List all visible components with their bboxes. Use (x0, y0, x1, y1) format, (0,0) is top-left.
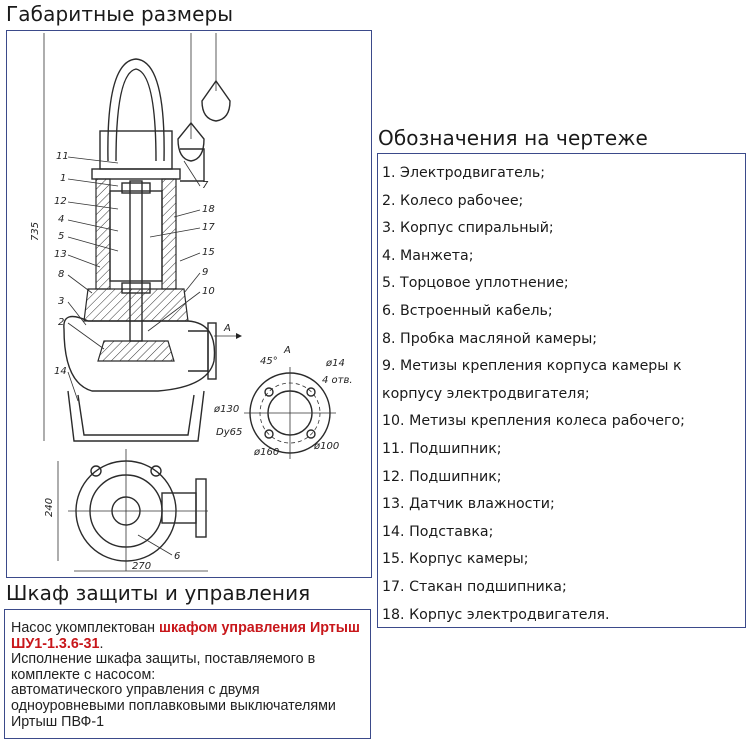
part-label-12: 12 (54, 196, 67, 207)
motor-stator (109, 190, 163, 282)
legend-item: 2. Колесо рабочее; (382, 192, 524, 209)
stand (67, 390, 205, 442)
part-label-9: 9 (202, 267, 208, 278)
flange-d160: ø160 (253, 447, 279, 458)
flange-view: A 45° ø14 4 отв. ø130 Dy65 ø160 ø100 (213, 345, 353, 459)
part-label-11: 11 (56, 151, 69, 162)
legend-item: 12. Подшипник; (382, 468, 502, 485)
flange-dy65: Dy65 (216, 427, 242, 438)
cabinet-model-highlight: шкафом управления Иртыш ШУ1-1.3.6-31 (11, 620, 360, 652)
width-dim: 270 (132, 561, 151, 572)
stand-inner (77, 394, 195, 436)
legend-item: 4. Манжета; (382, 247, 474, 264)
part-label-1: 1 (60, 173, 66, 184)
drawing-frame (6, 30, 372, 578)
angle-dim: 45° (260, 356, 278, 367)
legend-item: 18. Корпус электродвигателя. (382, 606, 610, 623)
legend-item: 11. Подшипник; (382, 440, 502, 457)
part-label-2: 2 (58, 317, 64, 328)
part-label-18: 18 (202, 204, 215, 215)
motor-flange (91, 168, 181, 180)
part-label-6: 6 (174, 551, 180, 562)
part-label-4: 4 (58, 214, 64, 225)
pump-technical-drawing: 735 11 1 12 4 5 13 8 3 2 14 7 18 17 15 9… (30, 33, 353, 572)
legend-item: 9. Метизы крепления корпуса камеры к кор… (382, 358, 682, 402)
legend-title: Обозначения на чертеже (378, 126, 648, 150)
housing-wall-left (95, 178, 111, 290)
flange-view-title: A (283, 345, 291, 356)
part-label-10: 10 (202, 286, 215, 297)
part-label-5: 5 (58, 231, 64, 242)
height-dim: 735 (30, 222, 41, 241)
lifting-handle (107, 58, 165, 162)
flange-d130: ø130 (213, 404, 239, 415)
depth-dim: 240 (44, 498, 55, 517)
part-label-14: 14 (54, 366, 67, 377)
seal-chamber (83, 288, 189, 322)
cable-gland (180, 148, 205, 182)
bearing-top (121, 182, 151, 194)
housing-wall-right (161, 178, 177, 290)
discharge-port (188, 330, 209, 372)
cabinet-text-lead: Насос укомплектован (11, 620, 160, 636)
legend-item: 15. Корпус камеры; (382, 551, 529, 568)
cabinet-description: Насос укомплектован шкафом управления Ир… (11, 620, 366, 730)
legend-list: 1. Электродвигатель; 2. Колесо рабочее; … (378, 154, 745, 629)
section-arrow-a: A (214, 323, 242, 339)
float-switch-2 (201, 79, 231, 122)
svg-text:A: A (223, 323, 231, 334)
lifting-handle-inner (115, 68, 157, 162)
cabinet-title: Шкаф защиты и управления (6, 581, 311, 605)
volute-casing (63, 315, 216, 392)
part-label-13: 13 (54, 249, 67, 260)
part-label-3: 3 (58, 296, 64, 307)
legend-item: 3. Корпус спиральный; (382, 220, 554, 237)
top-view: 240 270 6 (44, 449, 208, 572)
cabinet-text-mode: автоматического управления с двумя одноу… (11, 682, 336, 730)
legend-item: 8. Пробка масляной камеры; (382, 330, 598, 347)
cabinet-text-period: . (99, 635, 104, 652)
motor-cap (99, 130, 173, 170)
part-labels-left: 11 1 12 4 5 13 8 3 2 14 (54, 151, 119, 402)
legend-item: 10. Метизы крепления колеса рабочего; (382, 413, 685, 430)
legend-item: 13. Датчик влажности; (382, 496, 555, 513)
part-label-15: 15 (202, 247, 215, 258)
part-labels-right: 7 18 17 15 9 10 (147, 160, 215, 332)
hole-diameter: ø14 (325, 358, 345, 369)
legend-item: 14. Подставка; (382, 523, 494, 540)
part-label-17: 17 (202, 222, 215, 233)
hole-count: 4 отв. (322, 375, 353, 386)
legend-frame: 1. Электродвигатель; 2. Колесо рабочее; … (377, 153, 746, 628)
legend-item: 1. Электродвигатель; (382, 165, 546, 181)
part-label-8: 8 (58, 269, 64, 280)
part-label-7: 7 (202, 180, 209, 191)
float-switch-1 (177, 121, 205, 162)
legend-item: 6. Встроенный кабель; (382, 302, 553, 319)
dimensions-title: Габаритные размеры (6, 2, 234, 26)
legend-item: 5. Торцовое уплотнение; (382, 275, 569, 292)
cabinet-text-config: Исполнение шкафа защиты, поставляемого в… (11, 651, 316, 683)
impeller (97, 340, 175, 362)
discharge-flange (207, 322, 217, 380)
legend-item: 17. Стакан подшипника; (382, 578, 567, 595)
flange-d100: ø100 (313, 441, 339, 452)
cabinet-frame: Насос укомплектован шкафом управления Ир… (4, 609, 371, 739)
